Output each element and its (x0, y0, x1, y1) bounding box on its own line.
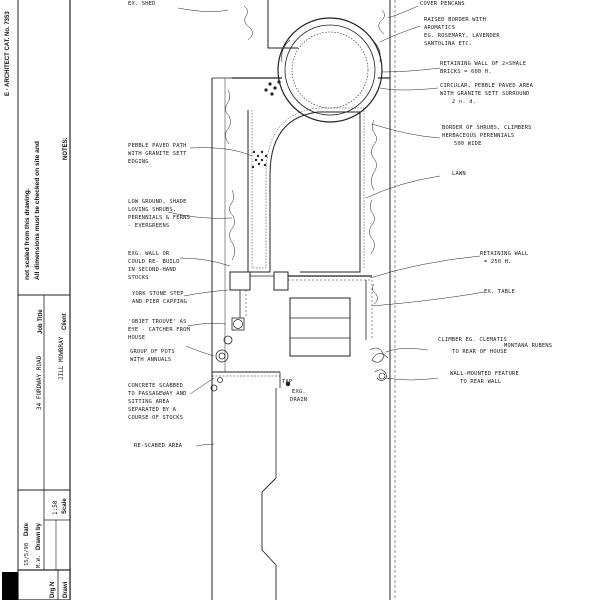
label-low-ground-1: LOW GROUND, SHADE (128, 199, 187, 205)
label-climber-1: CLIMBER EG. CLEMATIS (438, 337, 507, 343)
label-border-shrubs-3: 500 WIDE (454, 141, 482, 147)
label-concrete-3: SITTING AREA (128, 399, 170, 405)
label-ex-wall-1: EXG. WALL OR (128, 251, 170, 257)
label-wall-feature-1: WALL-MOUNTED FEATURE (450, 371, 519, 377)
label-circular-3: 2 n. d. (452, 99, 477, 105)
label-border-shrubs-2: HERBACEOUS PERENNIALS (442, 133, 515, 139)
drawn-by-label: Drawn by (36, 522, 42, 550)
architect-catalog-line: E · ARCHITECT CAT. No. 7353 (5, 11, 11, 96)
shrub-scribbles (225, 5, 385, 305)
drawing-label-2: Drg N (50, 581, 56, 598)
client-label: Client (62, 313, 68, 330)
label-concrete-4: SEPARATED BY A (128, 407, 177, 413)
label-york-stone-1: YORK STONE STEP (132, 291, 184, 297)
label-concrete-5: COURSE OF STOCKS (128, 415, 184, 421)
label-raised-border-2: AROMATICS (424, 25, 456, 31)
label-retaining-wall-b-2: = 250 H. (484, 259, 512, 265)
label-lawn: LAWN (452, 171, 466, 177)
label-circular-1: CIRCULAR, PEBBLE PAVED AREA (440, 83, 534, 89)
label-objet-1: 'OBJET TROUVÉ' AS (128, 319, 187, 325)
notes-text-line-1: All dimensions must be checked on site a… (34, 141, 41, 280)
label-retaining-wall-1: RETAINING WALL OF 2×SHALE (440, 61, 527, 67)
label-climber-2: MONTANA RUBENS (504, 343, 553, 349)
label-objet-2: EYE - CATCHER FROM (128, 327, 191, 333)
label-climber-3: TO REAR OF HOUSE (452, 349, 508, 355)
label-ex-shed: EX. SHED (128, 1, 156, 7)
label-exg-drain-1: EXG. (292, 389, 306, 395)
date-label: Date (24, 522, 30, 536)
label-objet-3: HOUSE (128, 335, 146, 341)
label-low-ground-2: LOVING SHRUBS, (128, 207, 177, 213)
label-border-shrubs-1: BORDER OF SHRUBS, CLIMBERS (442, 125, 532, 131)
leader-lines (167, 5, 485, 447)
client-value: JILL MOWBRAY (58, 336, 65, 380)
label-pots-1: GROUP OF POTS (130, 349, 175, 355)
notes-text-line-2: not scaled from this drawing. (24, 188, 31, 280)
label-ex-table: EX. TABLE (484, 289, 516, 295)
label-ex-wall-4: STOCKS (128, 275, 149, 281)
title-block-frame (2, 0, 71, 600)
date-value: 15/5/98 (24, 542, 30, 566)
climber-feature (369, 347, 389, 381)
scale-label: Scale (62, 498, 68, 514)
label-pebble-path-2: WITH GRANITE SETT (128, 151, 187, 157)
label-pebble-path-1: PEBBLE PAVED PATH (128, 143, 187, 149)
drawing-label-1: Drawi (63, 581, 69, 598)
label-circular-2: WITH GRANITE SETT SURROUND (440, 91, 530, 97)
shed (267, 0, 298, 49)
label-concrete-1: CONCRETE SCABBED (128, 383, 184, 389)
job-title-value: 34 FORDWAY ROAD (36, 355, 43, 410)
garden-boundary (211, 0, 396, 600)
retaining-wall-steps (229, 271, 373, 340)
label-raised-border-4: SANTOLINA ETC. (424, 41, 473, 47)
label-low-ground-3: PERENNIALS & FERNS (128, 215, 191, 221)
label-raised-border-3: EG. ROSEMARY, LAVENDER (424, 33, 500, 39)
label-concrete-2: TO PASSAGEWAY AND (128, 391, 187, 397)
circular-pebble-area (277, 17, 383, 123)
label-pots-2: WITH ANNUALS (130, 357, 172, 363)
lawn-outline (247, 107, 365, 273)
label-low-ground-4: - EVERGREENS (128, 223, 170, 229)
label-ex-wall-2: COULD RE- BUILD (128, 259, 180, 265)
label-york-stone-2: AND PIER CAPPING (132, 299, 188, 305)
label-cover-pencans: COVER PENCANS (420, 1, 465, 7)
label-ex-wall-3: IN SECOND-HAND (128, 267, 177, 273)
existing-table (289, 297, 351, 357)
label-retaining-wall-b-1: RETAINING WALL (480, 251, 529, 257)
job-title-label: Job Title (38, 309, 44, 334)
pots-group (210, 335, 233, 392)
label-raised-border-1: RAISED BORDER WITH (424, 17, 487, 23)
passageway (212, 371, 291, 600)
notes-heading: NOTES: (63, 137, 69, 160)
label-retaining-wall-2: BRICKS = 600 H. (440, 69, 492, 75)
label-tap: TAP (282, 379, 293, 385)
label-wall-feature-2: TO REAR WALL (460, 379, 502, 385)
label-exg-drain-2: DRAIN (290, 397, 308, 403)
drawn-by-value: M.W. (36, 554, 42, 568)
scale-value: 1:50 (52, 500, 59, 515)
label-rescaled-area: RE-SCABED AREA (134, 443, 183, 449)
pebble-dots (251, 80, 281, 169)
label-pebble-path-3: EDGING (128, 159, 149, 165)
